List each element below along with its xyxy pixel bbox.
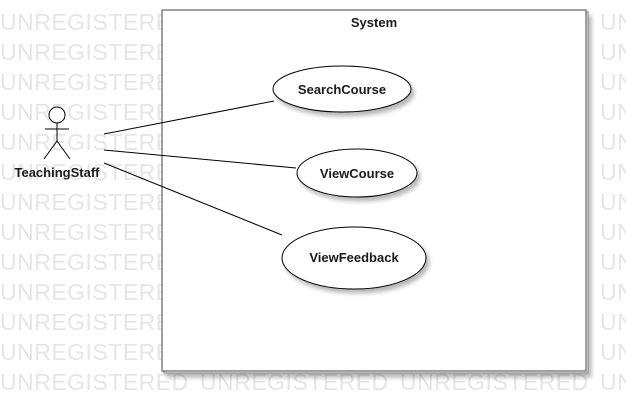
watermark-text: UNREGISTERED [600,219,626,245]
use-case-label-viewfeedback: ViewFeedback [309,250,399,265]
watermark-text: UNREGISTERED [600,309,626,335]
use-case-label-viewcourse: ViewCourse [320,166,394,181]
actor-right-leg [56,140,71,160]
associations [103,100,297,236]
actor-label: TeachingStaff [15,165,101,180]
watermark-text: UNREGISTERED [0,39,189,65]
use-case-viewcourse[interactable]: ViewCourse [296,148,418,198]
watermark-text: UNREGISTERED [600,159,626,185]
watermark-text: UNREGISTERED [0,279,189,305]
watermark-text: UNREGISTERED [0,9,189,35]
watermark-text: UNREGISTERED [600,189,626,215]
watermark-text: UNREGISTERED [0,159,189,185]
watermark-text: UNREGISTERED [0,189,189,215]
watermark-text: UNREGISTERED [0,219,189,245]
actor-teachingstaff[interactable] [43,106,71,160]
actor-left-leg [43,140,58,160]
watermark-text: UNREGISTERED [600,249,626,275]
watermark-text: UNREGISTERED [0,129,189,155]
association-viewfeedback[interactable] [103,162,283,236]
association-viewcourse[interactable] [103,149,297,169]
watermark-text: UNREGISTERED [0,309,189,335]
system-label: System [351,15,397,30]
use-case-label-searchcourse: SearchCourse [298,82,386,97]
watermark-text: UNREGISTERED [0,69,189,95]
watermark-text: UNREGISTERED [600,279,626,305]
watermark-text: UNREGISTERED [600,339,626,365]
use-case-searchcourse[interactable]: SearchCourse [272,65,412,113]
watermark-text: UNREGISTERED [600,129,626,155]
actor-head [48,106,66,124]
association-searchcourse[interactable] [103,100,275,135]
watermark-text: UNREGISTERED [0,369,189,395]
watermark-text: UNREGISTERED [0,339,189,365]
use-case-viewfeedback[interactable]: ViewFeedback [281,226,427,290]
watermark-text: UNREGISTERED [600,369,626,395]
watermark-text: UNREGISTERED [0,99,189,125]
watermark-text: UNREGISTERED [600,69,626,95]
watermark-text: UNREGISTERED [600,39,626,65]
watermark-text: UNREGISTERED [600,9,626,35]
watermark-text: UNREGISTERED [0,249,189,275]
watermark-text: UNREGISTERED [600,99,626,125]
